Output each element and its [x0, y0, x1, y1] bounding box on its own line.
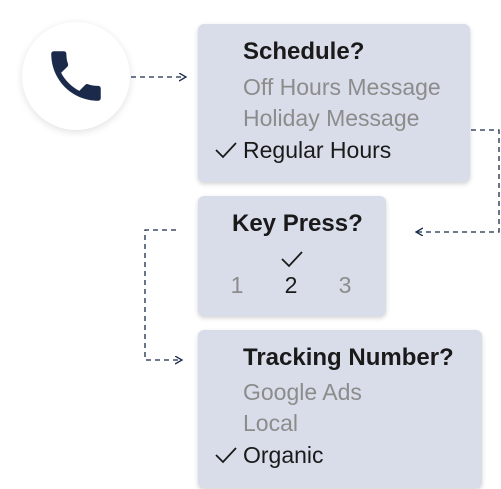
tracking-option-organic[interactable]: Organic — [243, 442, 324, 468]
checkmark-icon — [281, 251, 303, 268]
key-option-2[interactable]: 2 — [284, 272, 298, 298]
checkmark-icon — [215, 142, 237, 159]
key-press-title: Key Press? — [232, 210, 363, 237]
schedule-card: Schedule? Off Hours Message Holiday Mess… — [198, 24, 470, 182]
connector-keypress-to-tracking — [144, 229, 182, 360]
tracking-number-card: Tracking Number? Google Ads Local Organi… — [198, 330, 482, 488]
schedule-title: Schedule? — [243, 38, 365, 65]
phone-node — [22, 22, 130, 130]
tracking-option-local[interactable]: Local — [243, 410, 298, 436]
key-option-3[interactable]: 3 — [338, 272, 352, 298]
schedule-option-regular-hours[interactable]: Regular Hours — [243, 137, 392, 163]
schedule-option-off-hours[interactable]: Off Hours Message — [243, 74, 441, 100]
checkmark-icon — [215, 447, 237, 464]
key-press-card: Key Press? 1 2 3 — [198, 196, 386, 316]
phone-icon — [51, 51, 101, 101]
key-option-1[interactable]: 1 — [230, 272, 244, 298]
schedule-option-holiday[interactable]: Holiday Message — [243, 105, 420, 131]
tracking-title: Tracking Number? — [243, 344, 454, 371]
tracking-option-google-ads[interactable]: Google Ads — [243, 379, 362, 405]
